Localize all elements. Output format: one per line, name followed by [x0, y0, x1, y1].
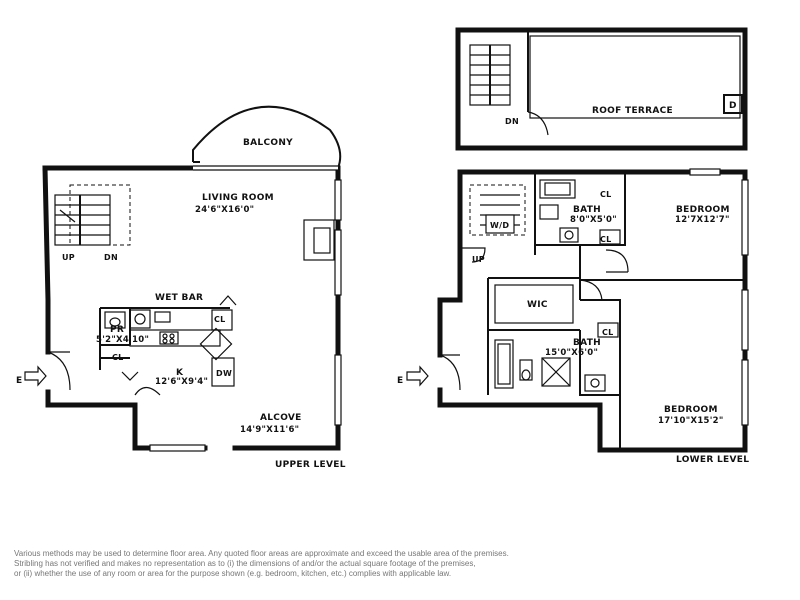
bedroom-1-label: BEDROOM	[676, 205, 730, 215]
disclaimer-line: Stribling has not verified and makes no …	[14, 559, 476, 568]
upper-level-plan	[42, 105, 342, 452]
wic-shelf	[494, 284, 574, 324]
upper-closet-1-label: CL	[214, 315, 226, 324]
bath-1-dim: 8'0"X5'0"	[570, 215, 617, 225]
lower-level-plan	[437, 168, 749, 453]
lower-entry-label: E	[397, 376, 403, 386]
lower-closet-2-label: CL	[600, 235, 612, 244]
bath-2-label: BATH	[573, 338, 601, 348]
bath-2-fixtures	[494, 322, 619, 392]
fireplace	[303, 219, 335, 261]
alcove-label: ALCOVE	[260, 413, 302, 423]
kitchen-label: K	[176, 368, 184, 378]
upper-stair	[54, 184, 131, 246]
washer-dryer-box	[485, 214, 515, 234]
upper-closet-2-label: CL	[112, 353, 124, 362]
disclaimer: Various methods may be used to determine…	[14, 549, 714, 579]
upper-stair-up-label: UP	[62, 253, 75, 262]
roof-plan	[455, 27, 748, 151]
bath-1-label: BATH	[573, 205, 601, 215]
disclaimer-line: or (ii) whether the use of any room or a…	[14, 569, 452, 578]
roof-marker-label: D	[729, 101, 737, 111]
washer-dryer-label: W/D	[490, 221, 509, 230]
balcony-outline	[192, 105, 342, 169]
dishwasher-label: DW	[216, 369, 232, 378]
window	[741, 179, 749, 256]
disclaimer-line: Various methods may be used to determine…	[14, 549, 509, 558]
roof-stair-down-label: DN	[505, 117, 519, 126]
window	[334, 354, 342, 426]
upper-entry-label: E	[16, 376, 22, 386]
bath-1-fixtures	[539, 179, 621, 245]
bedroom-2-label: BEDROOM	[664, 405, 718, 415]
lower-closet-3-label: CL	[602, 328, 614, 337]
window	[741, 289, 749, 351]
upper-stair-down-label: DN	[104, 253, 118, 262]
lower-level-title: LOWER LEVEL	[676, 455, 749, 465]
roof-stair	[469, 44, 511, 106]
window	[334, 179, 342, 221]
balcony-label: BALCONY	[243, 138, 293, 148]
bedroom-2-dim: 17'10"X15'2"	[658, 416, 724, 426]
kitchen-dim: 12'6"X9'4"	[155, 377, 208, 387]
lower-outer-walls	[437, 169, 748, 453]
upper-level-title: UPPER LEVEL	[275, 460, 346, 470]
alcove-dim: 14'9"X11'6"	[240, 425, 299, 435]
window	[334, 229, 342, 296]
upper-entry-door	[47, 351, 71, 391]
window	[689, 168, 721, 176]
living-room-dim: 24'6"X16'0"	[195, 205, 254, 215]
upper-outer-walls	[42, 165, 341, 451]
wic-label: WIC	[527, 300, 548, 310]
bedroom-1-dim: 12'7X12'7"	[675, 215, 730, 225]
roof-terrace-label: ROOF TERRACE	[592, 106, 673, 116]
powder-room-label: PR	[110, 325, 124, 335]
lower-closet-1-label: CL	[600, 190, 612, 199]
roof-outer-walls	[455, 27, 748, 151]
roof-marker-box	[723, 94, 743, 114]
powder-room-dim: 5'2"X4'10"	[96, 335, 149, 345]
window	[741, 359, 749, 426]
upper-entry-arrow-icon	[24, 365, 47, 387]
lower-entry-arrow-icon	[406, 365, 429, 387]
window	[149, 444, 206, 452]
wet-bar-label: WET BAR	[155, 293, 203, 303]
kitchen-block	[99, 295, 237, 396]
wic-door	[579, 279, 603, 301]
bedroom-1-door	[605, 249, 629, 273]
living-room-label: LIVING ROOM	[202, 193, 274, 203]
lower-entry-door	[439, 354, 461, 391]
lower-stair-up-label: UP	[472, 255, 485, 264]
bath-2-dim: 15'0"X6'0"	[545, 348, 598, 358]
roof-door	[527, 111, 549, 136]
